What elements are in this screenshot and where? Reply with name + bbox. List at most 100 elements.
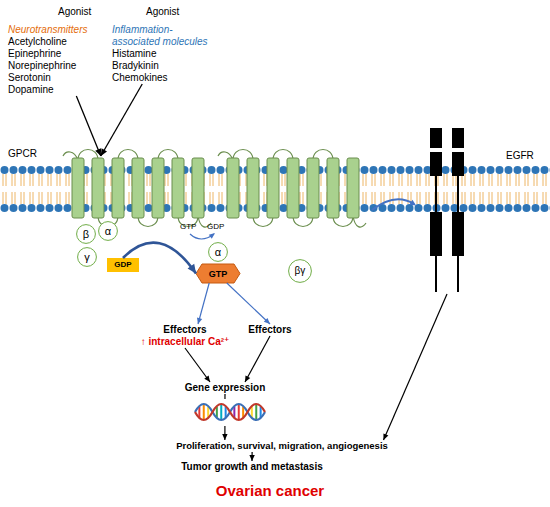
transactivation-arrow <box>372 199 414 210</box>
gtp-hexagon: GTP <box>196 264 240 283</box>
egfr-receptor: EGFR <box>428 126 466 294</box>
group-heading: Neurotransmitters <box>8 24 110 36</box>
effector-label: Effectors <box>120 324 250 336</box>
connector-line <box>384 294 448 440</box>
egfr-domain <box>452 128 464 148</box>
subunit-outline <box>289 260 312 283</box>
helix <box>152 158 164 218</box>
arrow-head <box>409 200 416 206</box>
subunit-label: β <box>83 228 89 240</box>
dna-rung <box>198 406 200 417</box>
dna-rung <box>207 406 209 417</box>
arrow-head <box>264 318 270 324</box>
subunit-label: α <box>105 225 111 237</box>
list-item: Dopamine <box>8 84 110 96</box>
helix <box>112 158 124 218</box>
dna-strand <box>195 404 265 420</box>
effector-text: Effectors <box>240 324 300 336</box>
egfr-chain <box>435 176 437 212</box>
helix <box>307 158 319 218</box>
receptor-label: EGFR <box>506 150 534 162</box>
connector-arrow <box>76 96 101 156</box>
connector-line <box>224 394 225 440</box>
receptor-helices <box>227 158 359 218</box>
agonist-list: AgonistNeurotransmittersAcetylcholineEpi… <box>8 6 110 96</box>
connector-line <box>198 283 209 324</box>
g-protein-subunit: α <box>208 242 228 262</box>
arrow-head <box>204 376 210 382</box>
outcome-text: Proliferation, survival, migration, angi… <box>137 440 427 452</box>
dna-rung <box>225 406 227 417</box>
receptor-loops <box>218 150 366 228</box>
dna-rung <box>238 404 240 420</box>
subunit-label: γ <box>84 251 90 263</box>
g-protein-subunit: α <box>98 221 118 241</box>
list-item: Acetylcholine <box>8 36 110 48</box>
dna-rung <box>233 406 235 417</box>
dna-rung <box>251 406 253 417</box>
dna-rung <box>242 406 244 417</box>
connector-arrow <box>123 243 196 274</box>
g-protein-subunit: β <box>76 224 96 244</box>
helix <box>347 158 359 218</box>
receptor-label: GPCR <box>8 148 37 160</box>
arrow-head <box>249 455 254 461</box>
process-label: Gene expression <box>175 382 275 394</box>
list-item: Histamine <box>112 48 220 60</box>
subunit-outline <box>78 248 97 267</box>
helix <box>172 158 184 218</box>
subunit-outline <box>77 225 96 244</box>
connector-arrow <box>185 348 210 382</box>
connector-arrow <box>245 336 270 382</box>
arrow-head <box>222 434 227 440</box>
agonist-heading: Agonist <box>146 6 220 18</box>
dna-rung <box>203 404 205 420</box>
outcome-label: Proliferation, survival, migration, angi… <box>137 440 427 452</box>
arrow-head <box>95 148 101 156</box>
nucleotide-label: GDP <box>114 260 131 270</box>
arrow-head <box>245 375 250 382</box>
list-item: Serotonin <box>8 72 110 84</box>
helix <box>92 158 104 218</box>
helix <box>132 158 144 218</box>
subunit-label: α <box>215 246 221 258</box>
dna-rung <box>216 406 218 417</box>
agonist-heading: Agonist <box>58 6 110 18</box>
effector-label: Effectors <box>240 324 300 336</box>
g-protein-subunit: γ <box>77 247 97 267</box>
hexagon-outline <box>196 264 240 283</box>
connector-line <box>251 452 252 461</box>
connector-arrow <box>383 294 447 440</box>
arrow-head <box>188 264 196 274</box>
helix <box>192 158 204 218</box>
connector-arrow <box>227 283 270 324</box>
connector-arrow <box>222 394 227 440</box>
dna-rung <box>255 404 257 420</box>
connector-line <box>76 96 100 156</box>
nucleotide-label: GTP <box>180 222 196 232</box>
effector-note: ↑ intracellular Ca²⁺ <box>120 336 250 348</box>
gdp-box: GDP <box>107 258 139 272</box>
receptor-helices <box>72 158 204 218</box>
dna-rung <box>260 406 262 417</box>
dna-rung <box>220 404 222 420</box>
list-item: Norepinephrine <box>8 60 110 72</box>
gpcr-receptor: GPCR <box>70 156 210 216</box>
connector-arrow <box>249 452 254 461</box>
dna-strand <box>195 404 265 420</box>
egfr-domain <box>452 152 464 176</box>
arrow-head <box>101 148 107 156</box>
egfr-chain <box>457 256 459 292</box>
nucleotide-label: GTP <box>209 268 228 280</box>
arrow-head <box>383 433 388 440</box>
exchange-arrow <box>190 234 214 239</box>
egfr-domain <box>452 212 464 256</box>
connector-line <box>123 243 196 274</box>
helix <box>247 158 259 218</box>
receptor-loops <box>63 150 211 228</box>
dna-rungs <box>199 404 260 420</box>
subunit-outline <box>99 222 118 241</box>
